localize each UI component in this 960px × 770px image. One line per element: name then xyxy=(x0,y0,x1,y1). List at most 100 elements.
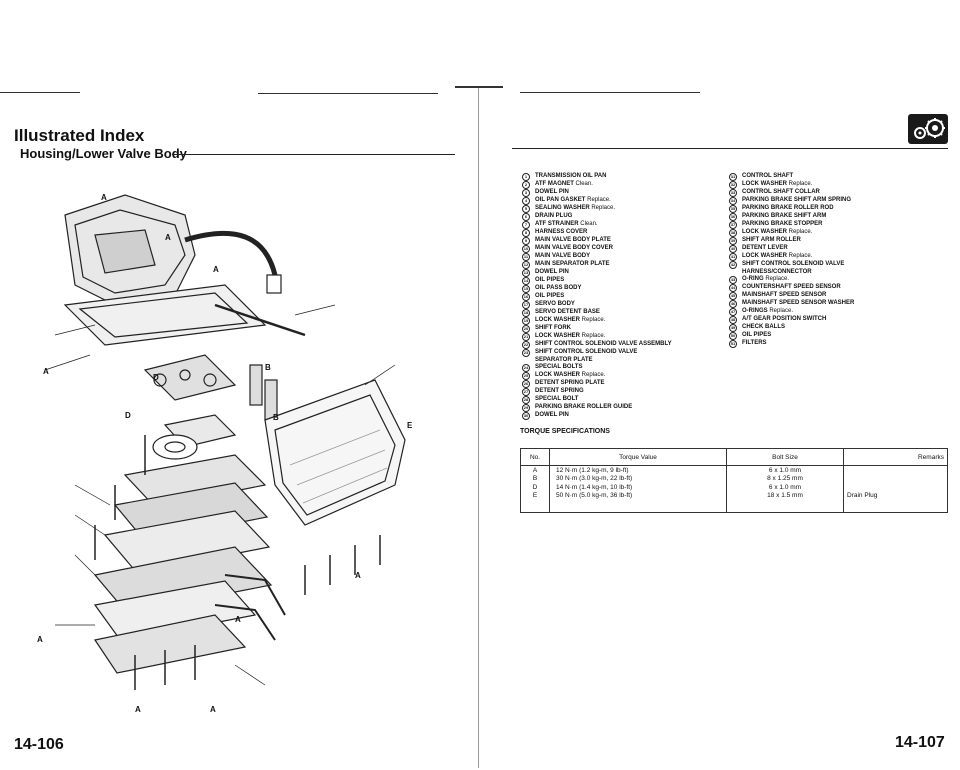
callout-number: 12 xyxy=(520,261,532,269)
callout-circle-icon: 4 xyxy=(522,197,530,205)
part-name: DETENT LEVER xyxy=(742,245,788,251)
callout-number: 41 xyxy=(727,253,739,261)
part-name: DOWEL PIN xyxy=(535,412,569,419)
list-item: 16 OIL PIPES xyxy=(520,293,672,301)
part-name: LOCK WASHER xyxy=(742,229,787,235)
callout-circle-icon: 36 xyxy=(729,213,737,221)
list-item: 1 TRANSMISSION OIL PAN xyxy=(520,173,672,181)
diagram-label-a-9: A xyxy=(210,705,216,714)
part-name: LOCK WASHER xyxy=(742,181,787,187)
part-name: OIL PAN GASKET xyxy=(535,197,586,203)
callout-circle-icon: 46 xyxy=(729,300,737,309)
callout-circle-icon: 49 xyxy=(729,324,737,333)
callout-number: 26 xyxy=(520,380,532,389)
part-name: OIL PIPES xyxy=(535,293,565,299)
callout-number: 10 xyxy=(520,245,532,253)
callout-circle-icon: 16 xyxy=(522,293,530,301)
diagram-label-d-2: D xyxy=(125,411,131,420)
diagram-label-e: E xyxy=(407,421,413,430)
col-header-no: No. xyxy=(520,448,550,466)
callout-number: 37 xyxy=(727,221,739,229)
callout-circle-icon: 30 xyxy=(522,412,530,421)
callout-circle-icon: 8 xyxy=(522,229,530,237)
torque-specifications-table: No. Torque Value Bolt Size Remarks A B D… xyxy=(520,448,948,513)
callout-number: 28 xyxy=(520,396,532,405)
list-item: SEPARATOR PLATE xyxy=(520,357,672,364)
callout-circle-icon: 51 xyxy=(729,340,737,349)
part-name: SERVO DETENT BASE xyxy=(535,309,600,315)
callout-number: 24 xyxy=(520,364,532,373)
list-item: 51 FILTERS xyxy=(727,340,854,349)
callout-number: 9 xyxy=(520,237,532,245)
part-name: ATF MAGNET xyxy=(535,181,574,187)
callout-number: 49 xyxy=(727,324,739,333)
subtitle-rule xyxy=(172,154,455,155)
callout-number: 44 xyxy=(727,284,739,293)
part-name: SHIFT ARM ROLLER xyxy=(742,237,801,243)
callout-circle-icon: 39 xyxy=(729,237,737,245)
part-note: Replace. xyxy=(787,229,813,235)
part-name: OIL PIPES xyxy=(742,332,772,339)
part-name: LOCK WASHER xyxy=(535,372,580,379)
list-item: 17 SERVO BODY xyxy=(520,301,672,309)
callout-number xyxy=(520,357,532,364)
part-name: FILTERS xyxy=(742,340,767,347)
callout-circle-icon: 15 xyxy=(522,285,530,293)
part-name: HARNESS COVER xyxy=(535,229,588,235)
callout-circle-icon: 29 xyxy=(522,404,530,413)
callout-number: 50 xyxy=(727,332,739,341)
callout-number: 21 xyxy=(520,333,532,341)
part-note: Replace. xyxy=(767,308,794,315)
callout-circle-icon: 1 xyxy=(522,173,530,181)
callout-circle-icon: 23 xyxy=(522,349,530,357)
callout-number: 5 xyxy=(520,205,532,213)
diagram-label-a-4: A xyxy=(213,265,219,274)
callout-circle-icon: 28 xyxy=(522,396,530,405)
col-header-remarks: Remarks xyxy=(843,448,948,466)
list-item: 6 DRAIN PLUG xyxy=(520,213,672,221)
callout-number: 46 xyxy=(727,300,739,309)
part-name: SERVO BODY xyxy=(535,301,575,307)
part-name: TRANSMISSION OIL PAN xyxy=(535,173,607,179)
diagram-label-a-6: A xyxy=(37,635,43,644)
col-header-torque-value: Torque Value xyxy=(549,448,727,466)
list-item: HARNESS/CONNECTOR xyxy=(727,269,854,276)
part-name: SEPARATOR PLATE xyxy=(535,357,593,363)
part-name: MAIN VALVE BODY COVER xyxy=(535,245,614,251)
part-name: SHIFT CONTROL SOLENOID VALVE xyxy=(535,349,638,355)
diagram-label-d-1: D xyxy=(153,373,159,382)
callout-number: 23 xyxy=(520,349,532,357)
part-name: LOCK WASHER xyxy=(535,333,580,339)
callout-circle-icon: 17 xyxy=(522,301,530,309)
callout-number: 20 xyxy=(520,325,532,333)
diagram-label-b-1: B xyxy=(265,363,271,372)
part-name: DRAIN PLUG xyxy=(535,213,573,219)
part-name: CHECK BALLS xyxy=(742,324,785,331)
part-note: Replace. xyxy=(580,333,606,339)
part-name: SPECIAL BOLTS xyxy=(535,364,583,371)
callout-circle-icon: 32 xyxy=(729,181,737,189)
callout-number: 40 xyxy=(727,245,739,253)
header-rule-left xyxy=(0,92,80,93)
callout-circle-icon: 6 xyxy=(522,213,530,221)
part-name: PARKING BRAKE ROLLER GUIDE xyxy=(535,404,633,411)
cell-bolt-size: 6 x 1.0 mm 8 x 1.25 mm 6 x 1.0 mm 18 x 1… xyxy=(726,465,844,513)
part-name: LOCK WASHER xyxy=(535,317,580,323)
